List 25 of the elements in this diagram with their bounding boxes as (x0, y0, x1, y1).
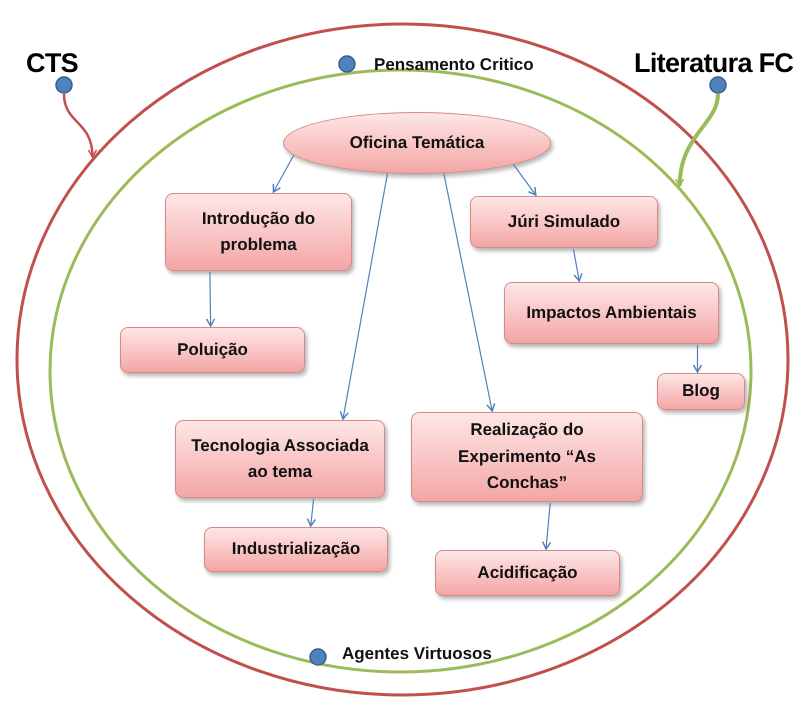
process-box: Industrialização (204, 527, 388, 572)
process-box: Realização do Experimento “As Conchas” (411, 412, 643, 502)
process-box: Tecnologia Associada ao tema (175, 420, 385, 498)
arrow (272, 154, 294, 193)
process-box: Impactos Ambientais (504, 282, 719, 344)
arrow (443, 173, 496, 412)
arrow (572, 248, 583, 282)
heading-text: CTS (26, 50, 78, 77)
label-text: Pensamento Critico (374, 54, 534, 76)
arrow (675, 94, 720, 187)
arrow (62, 94, 97, 158)
arrow (542, 502, 552, 550)
process-box: Blog (657, 373, 745, 410)
arrow (692, 345, 702, 373)
process-box: Introdução do problema (165, 193, 352, 271)
arrow (206, 272, 216, 327)
label-text: Agentes Virtuosos (342, 643, 492, 665)
oval-node: Oficina Temática (283, 112, 551, 174)
heading-text: Literatura FC (634, 50, 794, 77)
arrow (340, 173, 388, 420)
process-box: Poluição (120, 327, 305, 373)
arrow (306, 498, 316, 527)
arrow (513, 164, 537, 196)
process-box: Acidificação (435, 550, 620, 596)
process-box: Júri Simulado (470, 196, 658, 248)
